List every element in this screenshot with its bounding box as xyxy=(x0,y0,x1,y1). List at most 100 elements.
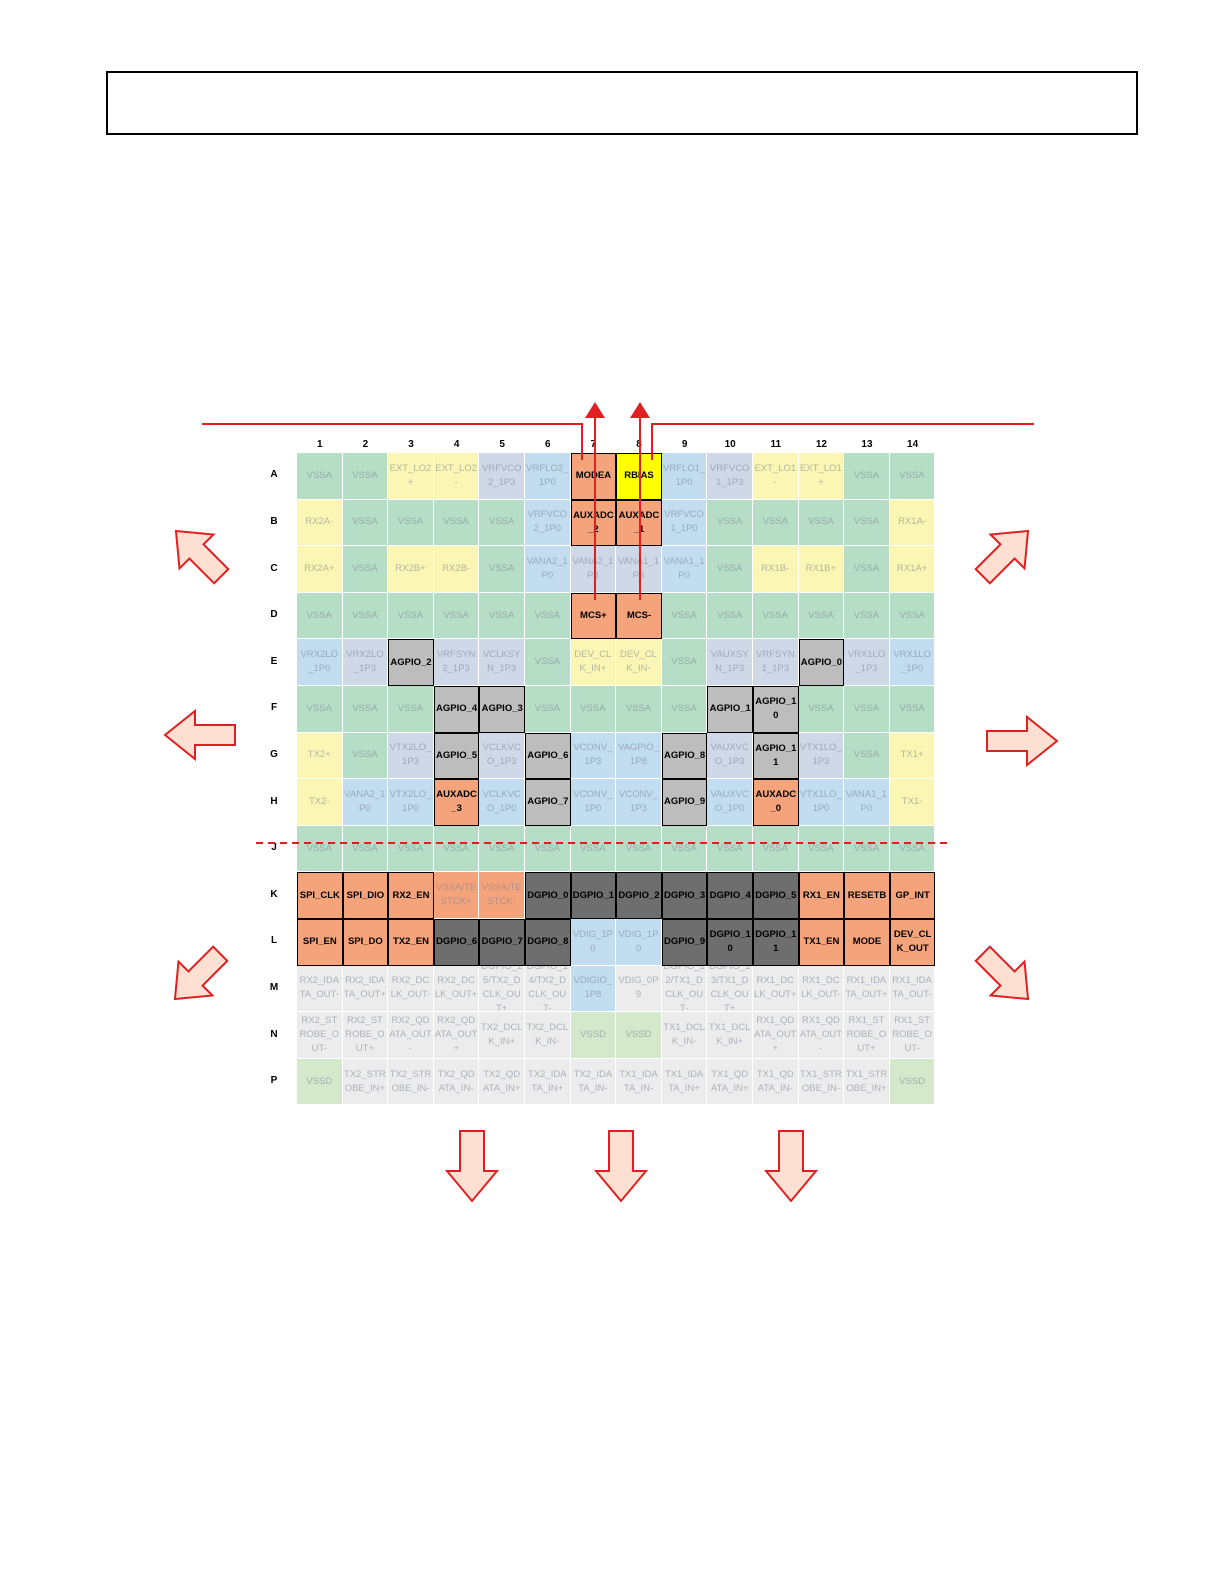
ball-C8: VANA1_1P3 xyxy=(616,546,662,593)
ball-N1: RX2_STROBE_OUT- xyxy=(297,1012,343,1059)
ball-K14: GP_INT xyxy=(889,872,936,919)
ball-L10: DGPIO_10 xyxy=(707,919,753,966)
ball-D10: VSSA xyxy=(707,592,753,640)
ball-G5: VCLKVCO_1P3 xyxy=(479,732,525,780)
ball-H11: AUXADC_0 xyxy=(753,779,799,826)
ball-F7: VSSA xyxy=(570,686,617,733)
ball-N14: RX1_STROBE_OUT- xyxy=(889,1012,936,1059)
row-label: K xyxy=(270,888,278,900)
ball-F1: VSSA xyxy=(297,686,343,733)
ball-B2: VSSA xyxy=(342,499,389,547)
ball-L1: SPI_EN xyxy=(297,919,343,966)
column-header: 8 xyxy=(636,439,642,450)
ball-G9: AGPIO_8 xyxy=(661,732,708,780)
ball-C1: RX2A+ xyxy=(297,546,343,593)
ball-K1: SPI_CLK xyxy=(297,872,343,919)
ball-E13: VRX1LO_1P3 xyxy=(844,639,890,686)
ball-M10: DGPIO_13/TX1_DCLK_OUT+ xyxy=(707,965,753,1013)
ball-N12: RX1_QDATA_OUT- xyxy=(798,1012,845,1059)
ball-G6: AGPIO_6 xyxy=(525,732,571,780)
ball-F9: VSSA xyxy=(661,686,708,733)
ball-N6: TX2_DCLK_IN- xyxy=(525,1012,571,1059)
ball-A3: EXT_LO2+ xyxy=(388,453,434,500)
ball-A11: EXT_LO1- xyxy=(753,453,799,500)
ball-G7: VCONV_1P3 xyxy=(570,732,617,780)
ball-J12: VSSA xyxy=(798,825,845,873)
ball-M3: RX2_DCLK_OUT- xyxy=(388,965,434,1013)
ball-J1: VSSA xyxy=(297,825,343,873)
column-header: 6 xyxy=(545,439,551,450)
ball-B10: VSSA xyxy=(707,499,753,547)
ball-E10: VAUXSYN_1P3 xyxy=(707,639,753,686)
ball-K10: DGPIO_4 xyxy=(707,872,753,919)
ball-A4: EXT_LO2- xyxy=(433,453,480,500)
ball-P11: TX1_QDATA_IN- xyxy=(753,1058,799,1106)
ball-J4: VSSA xyxy=(433,825,480,873)
row-label: D xyxy=(270,609,278,621)
ball-M8: VDIG_0P9 xyxy=(616,965,662,1013)
ball-L6: DGPIO_8 xyxy=(525,919,571,966)
ball-N2: RX2_STROBE_OUT+ xyxy=(342,1012,389,1059)
row-label: G xyxy=(270,748,278,760)
ball-C9: VANA1_1P0 xyxy=(661,546,708,593)
ball-C11: RX1B- xyxy=(753,546,799,593)
ball-A2: VSSA xyxy=(342,453,389,500)
ball-G4: AGPIO_5 xyxy=(433,732,480,780)
row-label: F xyxy=(270,702,278,714)
ball-G8: VAGPIO_1P8 xyxy=(616,732,662,780)
ball-K3: RX2_EN xyxy=(388,872,434,919)
ball-L14: DEV_CLK_OUT xyxy=(889,919,936,966)
ball-E1: VRX2LO_1P0 xyxy=(297,639,343,686)
ball-H8: VCONV_1P3 xyxy=(616,779,662,826)
ball-J6: VSSA xyxy=(525,825,571,873)
ball-C7: VANA2_1P3 xyxy=(570,546,617,593)
ball-C4: RX2B- xyxy=(433,546,480,593)
ball-N10: TX1_DCLK_IN+ xyxy=(707,1012,753,1059)
ball-P4: TX2_QDATA_IN- xyxy=(433,1058,480,1106)
ball-L2: SPI_DO xyxy=(342,919,389,966)
ball-J3: VSSA xyxy=(388,825,434,873)
ball-E2: VRX2LO_1P3 xyxy=(342,639,389,686)
ball-B8: AUXADC_1 xyxy=(616,499,662,547)
ball-P1: VSSD xyxy=(297,1058,343,1106)
arrow-down-icon-2 xyxy=(593,1130,649,1203)
ball-B14: RX1A- xyxy=(889,499,936,547)
ball-H7: VCONV_1P0 xyxy=(570,779,617,826)
ball-J11: VSSA xyxy=(753,825,799,873)
arrow-downright-icon xyxy=(974,945,1030,1001)
column-header: 7 xyxy=(590,439,597,450)
ball-G10: VAUXVCO_1P3 xyxy=(707,732,753,780)
ball-P7: TX2_IDATA_IN- xyxy=(570,1058,617,1106)
ball-K2: SPI_DIO xyxy=(342,872,389,919)
ball-F5: AGPIO_3 xyxy=(479,686,525,733)
ball-P8: TX1_IDATA_IN- xyxy=(616,1058,662,1106)
ball-D8: MCS- xyxy=(616,592,662,640)
ball-D11: VSSA xyxy=(753,592,799,640)
ball-M6: DGPIO_14/TX2_DCLK_OUT- xyxy=(525,965,571,1013)
ball-F8: VSSA xyxy=(616,686,662,733)
ball-C5: VSSA xyxy=(479,546,525,593)
ball-D6: VSSA xyxy=(525,592,571,640)
ball-G14: TX1+ xyxy=(889,732,936,780)
arrow-down-icon-1 xyxy=(444,1130,500,1203)
ball-N9: TX1_DCLK_IN- xyxy=(661,1012,708,1059)
ball-B3: VSSA xyxy=(388,499,434,547)
ball-J7: VSSA xyxy=(570,825,617,873)
ball-M7: VDIGIO_1P8 xyxy=(570,965,617,1013)
ball-M9: DGPIO_12/TX1_DCLK_OUT- xyxy=(661,965,708,1013)
ball-B4: VSSA xyxy=(433,499,480,547)
arrow-downleft-icon xyxy=(173,945,229,1001)
ball-E8: DEV_CLK_IN- xyxy=(616,639,662,686)
ball-K8: DGPIO_2 xyxy=(616,872,662,919)
ball-K11: DGPIO_5 xyxy=(753,872,799,919)
ball-K4: VSSA/TESTCK+ xyxy=(433,872,480,919)
ball-D4: VSSA xyxy=(433,592,480,640)
ball-C3: RX2B+ xyxy=(388,546,434,593)
ball-A12: EXT_LO1+ xyxy=(798,453,845,500)
ball-P10: TX1_QDATA_IN+ xyxy=(707,1058,753,1106)
ball-D13: VSSA xyxy=(844,592,890,640)
ball-N4: RX2_QDATA_OUT+ xyxy=(433,1012,480,1059)
ball-B13: VSSA xyxy=(844,499,890,547)
ball-B1: RX2A- xyxy=(297,499,343,547)
ball-L4: DGPIO_6 xyxy=(433,919,480,966)
